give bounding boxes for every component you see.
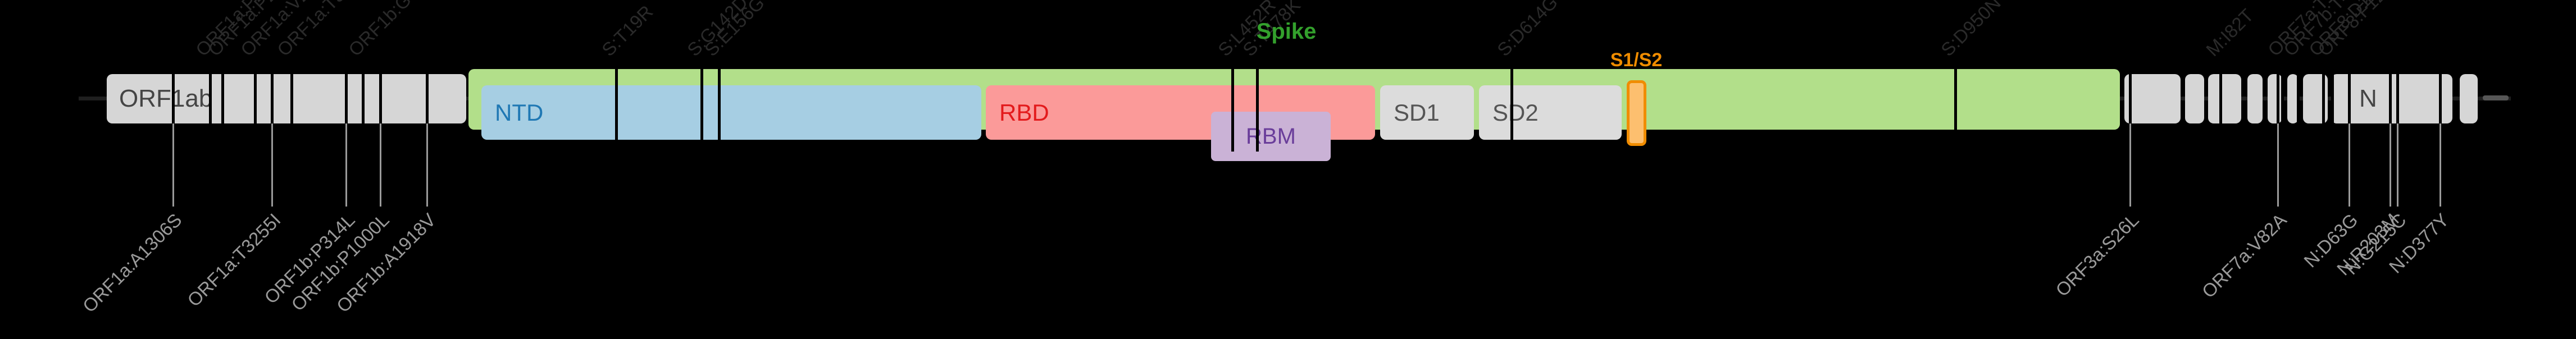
mutation-tick[interactable] (615, 51, 618, 152)
genome-end-dash (2483, 95, 2509, 100)
mutation-label: ORF3a:S26L (2051, 209, 2143, 301)
mutation-label: ORF7a:V82A (2197, 209, 2291, 302)
mutation-tick[interactable] (362, 58, 365, 123)
mutation-tick[interactable] (2348, 58, 2351, 123)
spike-gene-title: Spike (1256, 19, 1317, 44)
gene-M[interactable] (2208, 74, 2241, 123)
gene-label-ORF1ab: ORF1ab (119, 85, 213, 112)
mutation-label: S:D950N (1937, 0, 2005, 61)
gene-ORF7b[interactable] (2287, 74, 2299, 123)
gene-ORF1ab[interactable]: ORF1ab (107, 74, 466, 123)
gene-ORF7a[interactable] (2268, 74, 2282, 123)
s1s2-cleavage-site[interactable] (1627, 80, 1646, 146)
mutation-tick[interactable] (172, 58, 175, 123)
mutation-tick[interactable] (379, 58, 382, 123)
mutation-leader-line (345, 123, 347, 207)
mutation-leader-line (2397, 123, 2398, 207)
mutation-tick[interactable] (271, 58, 274, 123)
mutation-tick[interactable] (718, 51, 721, 152)
mutation-tick[interactable] (345, 58, 348, 123)
mutation-tick[interactable] (290, 58, 293, 123)
mutation-tick[interactable] (2331, 58, 2334, 123)
mutation-tick[interactable] (1510, 51, 1513, 152)
mutation-tick[interactable] (2396, 58, 2399, 123)
mutation-leader-line (271, 123, 273, 207)
gene-ORF3a[interactable] (2124, 74, 2181, 123)
mutation-tick[interactable] (1256, 51, 1259, 152)
mutation-tick[interactable] (2277, 58, 2279, 123)
mutation-label: ORF1b:G662S (344, 0, 446, 61)
gene-ORF10[interactable] (2460, 74, 2478, 123)
spike-domain-label-sd2: SD2 (1492, 99, 1539, 126)
spike-domain-sd2: SD2 (1479, 85, 1622, 140)
mutation-tick[interactable] (700, 51, 703, 152)
mutation-leader-line (2440, 123, 2441, 207)
spike-domain-label-rbm: RBM (1246, 124, 1296, 149)
mutation-tick[interactable] (2389, 58, 2392, 123)
mutation-tick[interactable] (2322, 58, 2325, 123)
gene-ORF6[interactable] (2247, 74, 2263, 123)
mutation-leader-line (2349, 123, 2350, 207)
mutation-leader-line (172, 123, 174, 207)
mutation-tick[interactable] (1231, 51, 1234, 152)
mutation-tick[interactable] (2129, 58, 2132, 123)
spike-domain-label-ntd: NTD (495, 99, 544, 126)
spike-domain-label-sd1: SD1 (1394, 99, 1440, 126)
gene-label-N: N (2359, 85, 2377, 112)
mutation-tick[interactable] (2281, 58, 2284, 123)
mutation-leader-line (2129, 123, 2131, 207)
spike-domain-label-rbd: RBD (999, 99, 1049, 126)
spike-domain-ntd: NTD (481, 85, 981, 140)
mutation-tick[interactable] (2219, 58, 2222, 123)
s1s2-cleavage-label: S1/S2 (1610, 49, 1663, 71)
mutation-leader-line (2277, 123, 2279, 207)
mutation-leader-line (380, 123, 381, 207)
mutation-tick[interactable] (426, 58, 429, 123)
mutation-tick[interactable] (2297, 58, 2300, 123)
mutation-tick[interactable] (1954, 51, 1957, 152)
gene-N[interactable]: N (2331, 74, 2452, 123)
mutation-tick[interactable] (254, 58, 257, 123)
mutation-tick[interactable] (2439, 58, 2442, 123)
spike-domain-sd1: SD1 (1380, 85, 1474, 140)
mutation-tick[interactable] (221, 58, 224, 123)
mutation-tick[interactable] (209, 58, 212, 123)
gene-E[interactable] (2185, 74, 2204, 123)
spike-domain-rbm: RBM (1211, 112, 1331, 161)
mutation-leader-line (2390, 123, 2391, 207)
mutation-leader-line (426, 123, 428, 207)
